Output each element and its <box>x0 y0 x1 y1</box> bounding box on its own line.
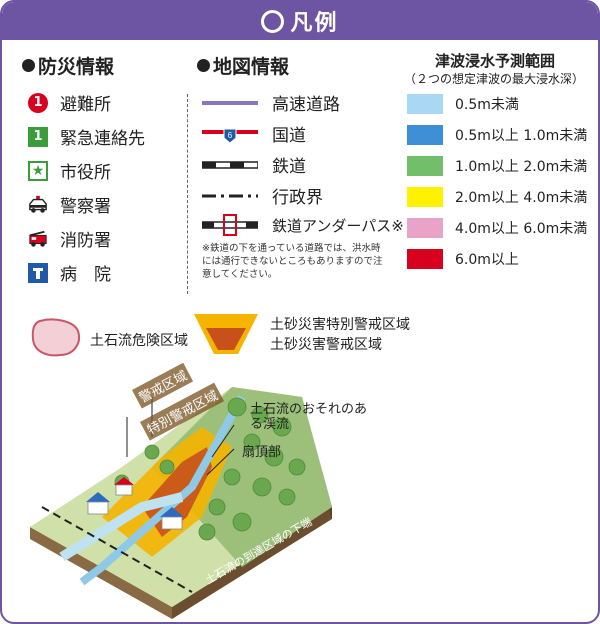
debris-flow-area-label: 土石流危険区域 <box>90 333 188 349</box>
legend-item-label: 鉄道アンダーパス※ <box>272 216 404 235</box>
tsunami-level-row: 1.0m以上 2.0m未満 <box>407 156 587 176</box>
legend-title: 凡例 <box>290 11 339 36</box>
tsunami-color-swatch <box>407 187 443 207</box>
underpass-note: ※鉄道の下を通っている道路では、洪水時には通行できないところもありますので注意し… <box>202 243 383 280</box>
tsunami-level-label: 1.0m以上 2.0m未満 <box>455 159 588 175</box>
legend-item-label: 高速道路 <box>272 95 340 115</box>
city-hall-icon: ★ <box>28 160 48 181</box>
legend-title-bar: 凡例 <box>2 2 598 40</box>
legend-item-label: 鉄道 <box>272 157 306 177</box>
illustration-stream-label: 土石流のおそれのある渓流 <box>250 402 368 432</box>
legend-item-label: 緊急連絡先 <box>60 129 145 149</box>
bullet-dot-icon <box>197 59 210 72</box>
legend-item-label: 病 院 <box>60 265 111 285</box>
fire-station-icon <box>28 229 48 249</box>
section-divider <box>187 94 188 294</box>
legend-item-national-road: 6 国道 <box>202 121 306 146</box>
tsunami-level-row: 4.0m以上 6.0m未満 <box>407 218 587 238</box>
legend-item-hospital: 病 院 <box>28 260 111 285</box>
legend-item-railway: 鉄道 <box>202 152 306 177</box>
debris-flow-illustration <box>30 387 332 619</box>
legend-item-shelter: 1 避難所 <box>28 90 111 115</box>
tsunami-color-swatch <box>407 218 443 238</box>
legend-item-label: 行政界 <box>272 188 323 208</box>
tsunami-level-row: 0.5m未満 <box>407 94 519 114</box>
debris-flow-area-icon <box>31 318 80 357</box>
legend-item-label: 避難所 <box>60 95 111 115</box>
police-station-icon <box>28 195 48 215</box>
administrative-boundary-line-icon <box>202 194 258 197</box>
tsunami-heading: 津波浸水予測範囲 <box>434 52 555 70</box>
legend-item-label: 国道 <box>272 126 306 146</box>
railway-line-icon <box>202 160 258 169</box>
legend-item-expressway: 高速道路 <box>202 90 340 115</box>
tsunami-level-label: 6.0m以上 <box>455 252 519 268</box>
legend-item-fire-station: 消防署 <box>28 226 111 251</box>
warning-zone-label: 土砂災害警戒区域 <box>270 337 382 353</box>
tsunami-level-label: 0.5m未満 <box>455 97 519 113</box>
bullet-dot-icon <box>22 59 35 72</box>
tsunami-level-row: 6.0m以上 <box>407 249 519 269</box>
tsunami-level-label: 0.5m以上 1.0m未満 <box>455 128 588 144</box>
house-icon <box>86 477 184 530</box>
route-number-label: 6 <box>228 131 233 140</box>
legend-item-label: 警察署 <box>60 197 111 217</box>
circle-icon <box>261 9 285 33</box>
tsunami-color-swatch <box>407 125 443 145</box>
legend-item-city-hall: ★ 市役所 <box>28 158 111 183</box>
legend-item-label: 市役所 <box>60 163 111 183</box>
hospital-icon <box>28 262 48 283</box>
illustration-apex-label: 扇頂部 <box>242 445 282 460</box>
landslide-zone-icon <box>194 314 258 354</box>
tsunami-level-row: 2.0m以上 4.0m未満 <box>407 187 587 207</box>
map-info-heading: 地図情報 <box>197 52 289 79</box>
tsunami-subheading: （２つの想定津波の最大浸水深） <box>403 72 584 86</box>
tsunami-level-row: 0.5m以上 1.0m未満 <box>407 125 587 145</box>
legend-item-admin-boundary: 行政界 <box>202 183 323 208</box>
legend-item-label: 消防署 <box>60 231 111 251</box>
evacuation-shelter-icon: 1 <box>28 92 48 113</box>
tsunami-color-swatch <box>407 156 443 176</box>
tsunami-color-swatch <box>407 249 443 269</box>
railway-underpass-icon <box>202 214 258 236</box>
tsunami-level-label: 4.0m以上 6.0m未満 <box>455 221 588 237</box>
legend-item-police: 警察署 <box>28 192 111 217</box>
legend-item-emergency-contact: 1 緊急連絡先 <box>28 124 145 149</box>
tsunami-color-swatch <box>407 94 443 114</box>
national-road-line-icon: 6 <box>202 128 258 144</box>
special-warning-zone-label: 土砂災害特別警戒区域 <box>270 317 410 333</box>
disaster-info-heading: 防災情報 <box>22 52 114 79</box>
legend-item-underpass: 鉄道アンダーパス※ <box>202 214 404 236</box>
expressway-line-icon <box>202 100 258 105</box>
tsunami-level-label: 2.0m以上 4.0m未満 <box>455 190 588 206</box>
emergency-contact-icon: 1 <box>28 126 48 147</box>
